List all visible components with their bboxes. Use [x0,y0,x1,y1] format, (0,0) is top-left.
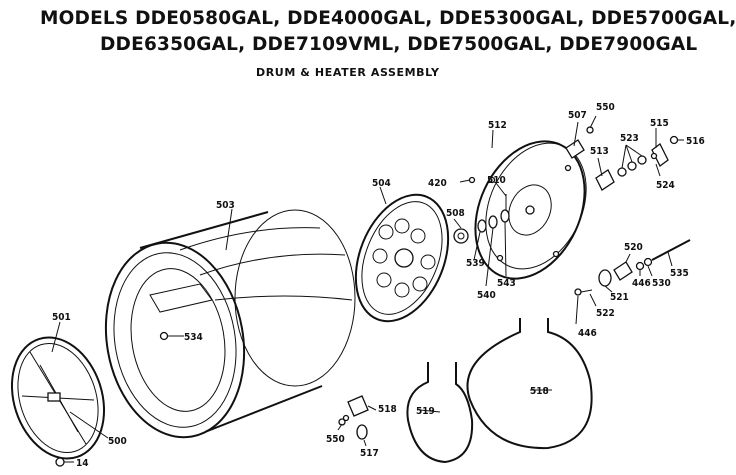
part-label-14: 14 [76,458,89,469]
model-title-line-1: MODELS DDE0580GAL, DDE4000GAL, DDE5300GA… [40,8,736,29]
part-label-534: 534 [184,332,203,343]
front-seal-ring [10,336,106,460]
part-label-446-right: 446 [632,278,651,289]
part-label-540: 540 [477,290,496,301]
bearing-hardware [453,176,510,244]
exploded-parts-diagram: 501 500 14 503 534 504 508 420 510 512 5… [10,102,705,469]
part-label-515: 515 [650,118,669,129]
part-label-535: 535 [670,268,689,279]
terminal-block-parts [574,239,691,296]
part-label-513: 513 [590,146,609,157]
part-label-530: 530 [652,278,671,289]
part-label-504: 504 [372,178,391,189]
part-label-516: 516 [686,136,705,147]
part-label-518-small: 518 [378,404,397,415]
part-label-524: 524 [656,180,675,191]
rear-drum-panel [354,193,450,323]
part-label-501: 501 [52,312,71,323]
part-label-519: 519 [416,406,435,417]
part-label-518-coil: 518 [530,386,549,397]
thermostat-parts [565,126,679,191]
heater-coil-loop [466,318,593,450]
drum-assembly [104,209,356,439]
bottom-hardware [338,395,369,440]
part-label-523: 523 [620,133,639,144]
part-label-550-top: 550 [596,102,615,113]
part-label-507: 507 [568,110,587,121]
part-label-521: 521 [610,292,629,303]
part-label-420: 420 [428,178,447,189]
part-label-543: 543 [497,278,516,289]
part-label-520: 520 [624,242,643,253]
heater-housing [474,140,587,280]
part-label-446-left: 446 [578,328,597,339]
part-label-522: 522 [596,308,615,319]
assembly-subtitle: DRUM & HEATER ASSEMBLY [256,66,440,79]
leader-lines [51,115,684,447]
part-label-539: 539 [466,258,485,269]
part-label-508: 508 [446,208,465,219]
part-label-512: 512 [488,120,507,131]
part-label-510: 510 [487,175,506,186]
screw-14 [55,457,74,467]
part-label-517: 517 [360,448,379,459]
part-label-550-bottom: 550 [326,434,345,445]
model-title-line-2: DDE6350GAL, DDE7109VML, DDE7500GAL, DDE7… [100,34,698,55]
part-label-500: 500 [108,436,127,447]
heater-loop-519 [406,362,474,464]
part-label-503: 503 [216,200,235,211]
